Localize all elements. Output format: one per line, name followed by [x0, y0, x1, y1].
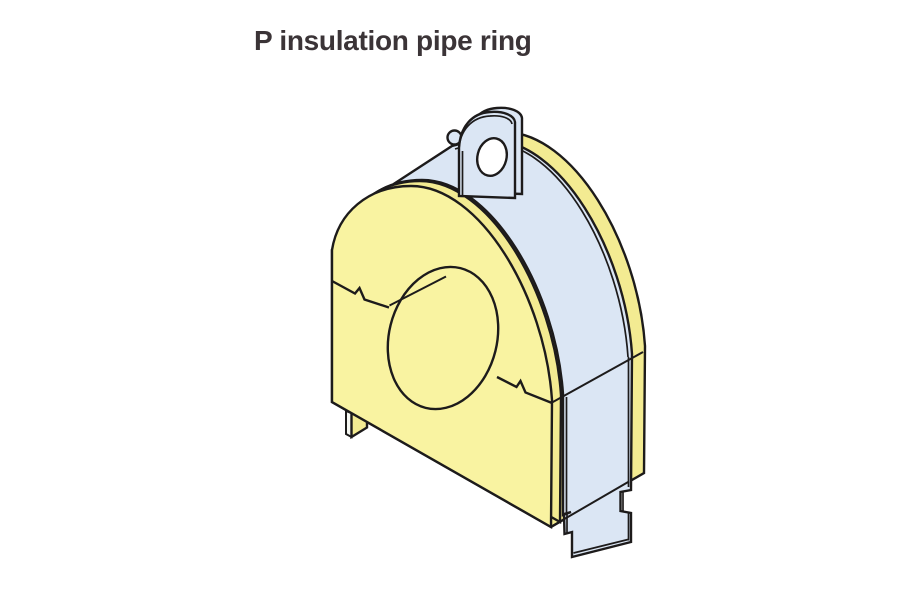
ear-plate-thickness-line — [458, 114, 513, 150]
strap-bottom-edge-line — [573, 538, 629, 554]
bore-split-line — [389, 275, 447, 307]
pipe-bore-hole — [386, 265, 500, 411]
page-title: P insulation pipe ring — [254, 25, 532, 56]
band-joint-line — [551, 351, 644, 404]
split-line-right — [496, 375, 553, 405]
ear-bolt-hole — [475, 137, 509, 177]
insulation-bottom-back-edge — [550, 480, 630, 528]
split-line-left — [331, 279, 390, 309]
